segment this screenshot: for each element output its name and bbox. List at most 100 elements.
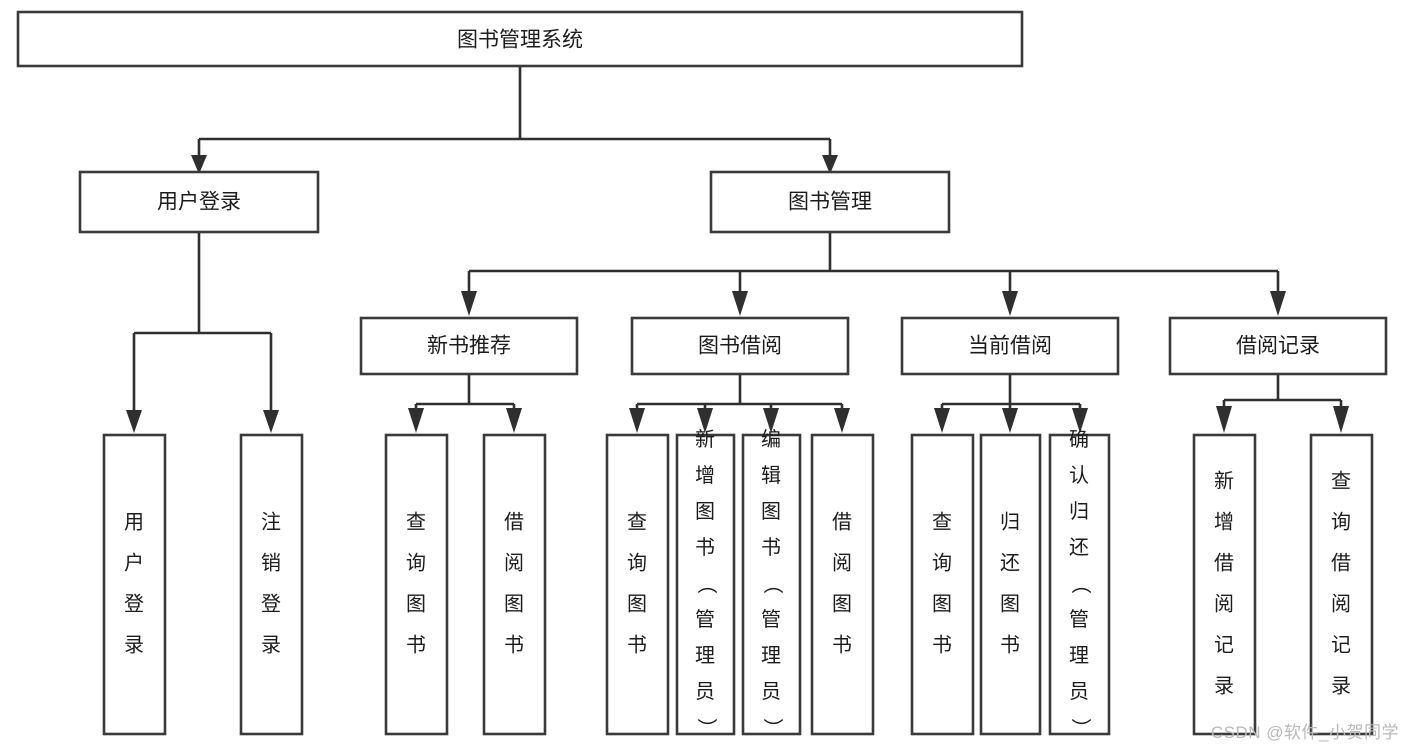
node-book-management-box[interactable] xyxy=(709,170,951,234)
node-leaf-logout-login-box[interactable] xyxy=(239,433,304,736)
node-leaf-borrow-book-1[interactable] xyxy=(482,433,547,736)
node-new-book-recommend-label: 新书推荐 xyxy=(427,335,511,358)
node-leaf-return-book[interactable] xyxy=(979,433,1042,736)
svg-text:（: （ xyxy=(695,574,718,595)
svg-text:员: 员 xyxy=(761,681,782,703)
node-leaf-add-book-box[interactable] xyxy=(675,433,736,736)
svg-text:归: 归 xyxy=(1069,500,1090,523)
node-leaf-borrow-book-2[interactable] xyxy=(810,433,875,736)
node-leaf-query-book-2[interactable] xyxy=(605,433,670,736)
node-current-borrow-label: 当前借阅 xyxy=(968,335,1052,358)
svg-text:图: 图 xyxy=(1000,593,1021,615)
svg-text:借: 借 xyxy=(504,510,525,533)
svg-text:）: ） xyxy=(1069,718,1092,739)
node-book-management[interactable]: 图书管理 xyxy=(709,170,951,234)
node-book-borrow-box[interactable] xyxy=(630,316,850,376)
svg-text:理: 理 xyxy=(695,645,716,667)
svg-text:注: 注 xyxy=(261,510,282,533)
svg-text:图: 图 xyxy=(627,593,648,615)
node-book-borrow[interactable]: 图书借阅 xyxy=(630,316,850,376)
svg-text:查: 查 xyxy=(932,510,953,533)
svg-text:理: 理 xyxy=(1069,645,1090,667)
node-root-box[interactable] xyxy=(16,10,1024,68)
svg-text:借: 借 xyxy=(1214,551,1235,574)
node-new-book-recommend-box[interactable] xyxy=(359,316,579,376)
node-leaf-query-book-3-box[interactable] xyxy=(910,433,975,736)
node-leaf-logout-login[interactable] xyxy=(239,433,304,736)
svg-text:书: 书 xyxy=(1000,633,1021,656)
svg-text:管: 管 xyxy=(695,608,716,631)
node-leaf-user-login[interactable] xyxy=(102,433,167,736)
svg-text:借: 借 xyxy=(832,510,853,533)
svg-text:查: 查 xyxy=(1331,469,1352,492)
arrow-head-current-borrow xyxy=(1002,291,1018,316)
svg-text:（: （ xyxy=(761,574,784,595)
node-leaf-query-book-1-box[interactable] xyxy=(384,433,449,736)
svg-text:增: 增 xyxy=(695,464,716,487)
arrow-head-leaf-user-login xyxy=(126,410,142,433)
node-book-borrow-label: 图书借阅 xyxy=(698,335,782,358)
node-root[interactable]: 图书管理系统 xyxy=(16,10,1024,68)
arrow-head-new-book-recommend xyxy=(461,291,477,316)
svg-text:图: 图 xyxy=(695,501,716,523)
node-new-book-recommend[interactable]: 新书推荐 xyxy=(359,316,579,376)
node-leaf-query-record[interactable] xyxy=(1309,433,1374,736)
svg-text:）: ） xyxy=(695,718,718,739)
svg-text:询: 询 xyxy=(627,551,648,574)
svg-text:还: 还 xyxy=(1069,536,1090,559)
svg-text:询: 询 xyxy=(932,551,953,574)
svg-text:录: 录 xyxy=(261,634,282,656)
node-borrow-record[interactable]: 借阅记录 xyxy=(1168,316,1388,376)
node-leaf-add-record-box[interactable] xyxy=(1192,433,1257,736)
svg-text:登: 登 xyxy=(124,592,145,615)
svg-text:询: 询 xyxy=(406,551,427,574)
svg-text:记: 记 xyxy=(1214,633,1235,656)
node-leaf-add-book[interactable] xyxy=(675,433,736,736)
svg-text:确: 确 xyxy=(1069,428,1090,451)
node-user-login-box[interactable] xyxy=(78,170,320,234)
arrow-head-leaf-query-record xyxy=(1333,406,1349,433)
node-leaf-query-record-box[interactable] xyxy=(1309,433,1374,736)
node-current-borrow[interactable]: 当前借阅 xyxy=(900,316,1120,376)
svg-text:书: 书 xyxy=(406,633,427,656)
node-leaf-edit-book-box[interactable] xyxy=(741,433,802,736)
node-current-borrow-box[interactable] xyxy=(900,316,1120,376)
node-leaf-query-book-1[interactable] xyxy=(384,433,449,736)
arrow-head-leaf-add-record xyxy=(1216,406,1232,433)
svg-text:理: 理 xyxy=(761,645,782,667)
svg-text:管: 管 xyxy=(761,608,782,631)
svg-text:户: 户 xyxy=(124,551,145,574)
node-leaf-user-login-box[interactable] xyxy=(102,433,167,736)
node-leaf-confirm-return-box[interactable] xyxy=(1048,433,1111,736)
node-leaf-borrow-book-1-box[interactable] xyxy=(482,433,547,736)
node-leaf-query-book-2-box[interactable] xyxy=(605,433,670,736)
svg-text:录: 录 xyxy=(124,634,145,656)
node-borrow-record-box[interactable] xyxy=(1168,316,1388,376)
svg-text:归: 归 xyxy=(1000,510,1021,533)
svg-text:查: 查 xyxy=(406,510,427,533)
arrow-head-leaf-return-book xyxy=(1002,408,1018,433)
node-leaf-user-login-label: 用户登录 xyxy=(124,511,145,656)
node-root-label: 图书管理系统 xyxy=(457,29,583,52)
node-leaf-borrow-book-2-box[interactable] xyxy=(810,433,875,736)
svg-text:图: 图 xyxy=(406,593,427,615)
svg-text:登: 登 xyxy=(261,592,282,615)
node-leaf-return-book-box[interactable] xyxy=(979,433,1042,736)
node-user-login[interactable]: 用户登录 xyxy=(78,170,320,234)
node-leaf-add-record[interactable] xyxy=(1192,433,1257,736)
node-leaf-query-book-3[interactable] xyxy=(910,433,975,736)
node-leaf-confirm-return[interactable] xyxy=(1048,433,1111,736)
svg-text:用: 用 xyxy=(124,511,145,533)
node-leaf-edit-book[interactable] xyxy=(741,433,802,736)
svg-text:编: 编 xyxy=(761,428,782,451)
arrow-head-book-management xyxy=(822,155,838,174)
